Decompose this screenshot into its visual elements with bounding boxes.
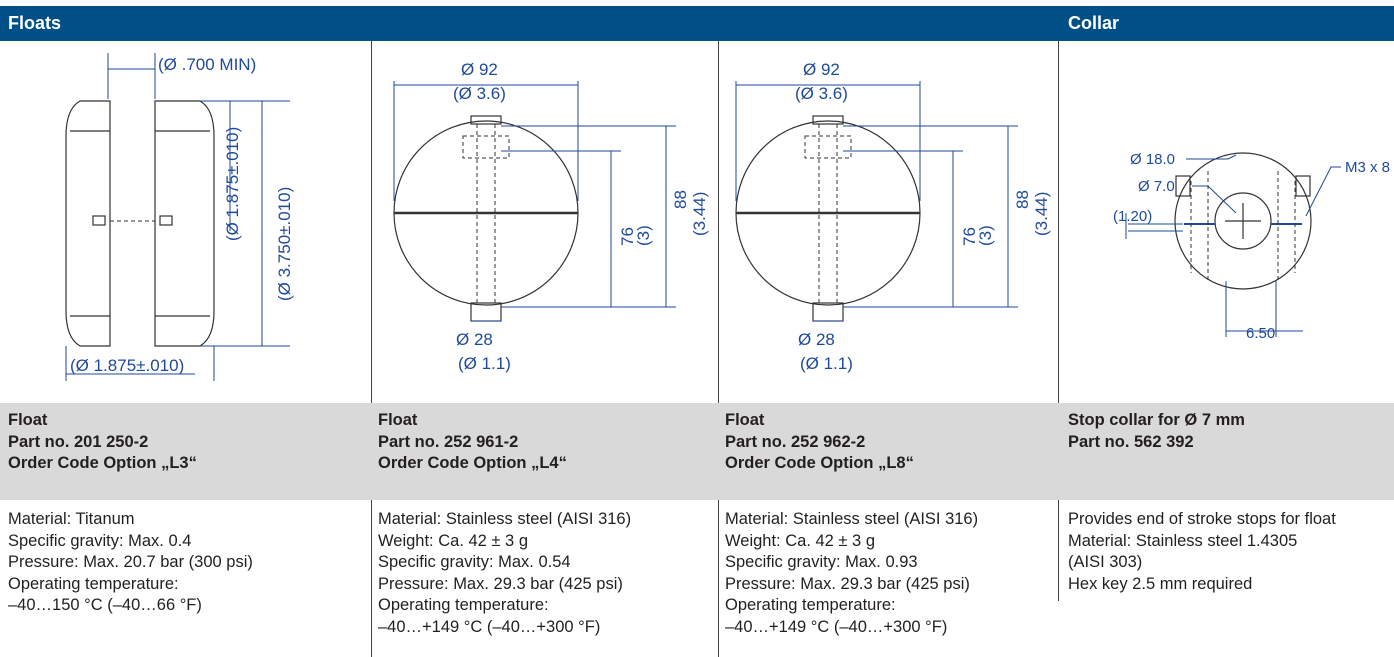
column-divider <box>718 41 719 657</box>
column-divider <box>371 41 372 657</box>
part-spec-l4: Material: Stainless steel (AISI 316) Wei… <box>378 510 632 636</box>
dim-l8-h1-mm: 76 <box>960 227 979 246</box>
table-header-bar: Floats Collar <box>0 6 1394 41</box>
part-title-row <box>0 403 1394 500</box>
dim-l8-h1-in: (3) <box>976 225 995 246</box>
header-floats: Floats <box>8 13 62 33</box>
dim-l3-bottom: (Ø 1.875±.010) <box>70 356 184 375</box>
part-title-l8: Float Part no. 252 962-2 Order Code Opti… <box>725 411 914 472</box>
float-l3-drawing: (Ø .700 MIN) (Ø 1.875±.010) (Ø 3.750±.01… <box>65 53 294 381</box>
dim-l4-h2-mm: 88 <box>671 190 690 209</box>
dim-collar-outer: Ø 18.0 <box>1130 151 1175 168</box>
part-title-collar: Stop collar for Ø 7 mm Part no. 562 392 <box>1068 411 1245 451</box>
dim-l8-bottom-mm: Ø 28 <box>798 330 835 349</box>
dim-l8-h2-mm: 88 <box>1013 190 1032 209</box>
dim-l8-bottom-in: (Ø 1.1) <box>800 354 853 373</box>
dim-l3-height: (Ø 3.750±.010) <box>275 187 294 301</box>
dim-l4-bottom-in: (Ø 1.1) <box>458 354 511 373</box>
dim-collar-screw: M3 x 8 <box>1345 159 1390 176</box>
dim-l3-top: (Ø .700 MIN) <box>158 55 256 74</box>
dim-collar-gap: (1.20) <box>1113 208 1152 225</box>
part-title-l3: Float Part no. 201 250-2 Order Code Opti… <box>8 411 197 472</box>
dim-l4-h1-mm: 76 <box>618 227 637 246</box>
dim-l8-width-in: (Ø 3.6) <box>795 84 848 103</box>
dim-l8-width-mm: Ø 92 <box>803 60 840 79</box>
dim-l4-width-mm: Ø 92 <box>461 60 498 79</box>
float-l4-drawing: Ø 92 (Ø 3.6) 76 (3) 88 (3.44) Ø 28 (Ø 1.… <box>393 60 709 373</box>
header-collar: Collar <box>1068 13 1120 33</box>
dim-collar-width: 6.50 <box>1246 325 1275 342</box>
dim-l4-width-in: (Ø 3.6) <box>453 84 506 103</box>
dim-l8-h2-in: (3.44) <box>1032 192 1051 236</box>
dim-l4-h2-in: (3.44) <box>690 192 709 236</box>
dim-l3-mid: (Ø 1.875±.010) <box>223 127 242 241</box>
part-spec-l8: Material: Stainless steel (AISI 316) Wei… <box>725 510 979 636</box>
dim-collar-inner: Ø 7.0 <box>1138 178 1175 195</box>
float-l8-drawing: Ø 92 (Ø 3.6) 76 (3) 88 (3.44) Ø 28 (Ø 1.… <box>735 60 1051 373</box>
part-title-l4: Float Part no. 252 961-2 Order Code Opti… <box>378 411 567 472</box>
dim-l4-bottom-mm: Ø 28 <box>456 330 493 349</box>
dim-l4-h1-in: (3) <box>634 225 653 246</box>
part-spec-collar: Provides end of stroke stops for float M… <box>1068 510 1336 593</box>
part-spec-l3: Material: Titanum Specific gravity: Max.… <box>8 510 253 614</box>
column-divider <box>1058 41 1059 601</box>
collar-drawing: Ø 18.0 Ø 7.0 M3 x 8 (1.20) 6.50 <box>1113 151 1390 342</box>
